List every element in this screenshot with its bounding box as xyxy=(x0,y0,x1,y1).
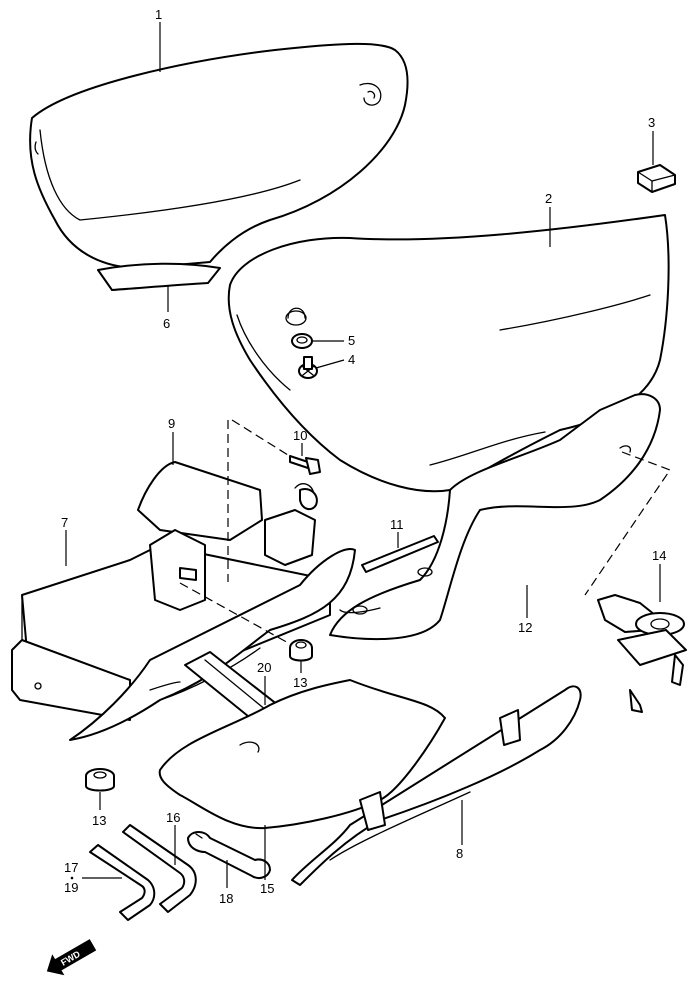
grommet-13-upper[interactable] xyxy=(289,639,313,662)
callout-7: 7 xyxy=(61,515,68,530)
callout-3: 3 xyxy=(648,115,655,130)
callout-labels: 1 2 3 4 5 6 7 8 9 10 11 12 13 13 14 15 1… xyxy=(61,7,666,906)
callout-2: 2 xyxy=(545,191,552,206)
callout-1: 1 xyxy=(155,7,162,22)
side-panel-12[interactable] xyxy=(329,393,661,641)
battery-holder-9[interactable] xyxy=(137,461,318,611)
callout-13-lower: 13 xyxy=(92,813,106,828)
callout-12: 12 xyxy=(518,620,532,635)
tool-bag-15[interactable] xyxy=(158,679,446,830)
link-line-bolt xyxy=(231,419,289,456)
callout-19: 19 xyxy=(64,880,78,895)
bolt-10[interactable] xyxy=(289,455,321,475)
cushion-block[interactable] xyxy=(637,164,676,193)
trim-strip-11[interactable] xyxy=(361,535,439,573)
link-line-lock xyxy=(584,451,671,596)
callout-17: 17 xyxy=(64,860,78,875)
callout-20: 20 xyxy=(257,660,271,675)
link-line-grommet xyxy=(179,582,293,646)
callout-9: 9 xyxy=(168,416,175,431)
callout-15: 15 xyxy=(260,881,274,896)
frame-cover-left[interactable] xyxy=(29,42,409,269)
hex-wrench-17-19[interactable] xyxy=(89,844,156,921)
callout-17-19-dot xyxy=(70,876,74,880)
callout-13-upper: 13 xyxy=(293,675,307,690)
leader-lines xyxy=(65,22,661,888)
callout-4: 4 xyxy=(348,352,355,367)
spanner-18[interactable] xyxy=(187,831,271,879)
callout-10: 10 xyxy=(293,428,307,443)
fwd-arrow-icon: FWD xyxy=(46,939,97,976)
grommet-5[interactable] xyxy=(291,333,313,349)
lock-and-keys-14[interactable] xyxy=(597,594,687,713)
callout-18: 18 xyxy=(219,891,233,906)
frame-cover-trim[interactable] xyxy=(97,262,221,291)
callout-16: 16 xyxy=(166,810,180,825)
hex-wrench-16[interactable] xyxy=(122,824,197,913)
callout-11: 11 xyxy=(390,517,404,532)
grommet-13-lower[interactable] xyxy=(85,768,115,792)
callout-8: 8 xyxy=(456,846,463,861)
tool-tray-8[interactable] xyxy=(291,685,582,886)
callout-6: 6 xyxy=(163,316,170,331)
callout-5: 5 xyxy=(348,333,355,348)
battery-case-7[interactable] xyxy=(11,544,331,721)
screw-4[interactable] xyxy=(298,356,318,379)
bracket-tray[interactable] xyxy=(69,548,356,741)
callout-14: 14 xyxy=(652,548,666,563)
